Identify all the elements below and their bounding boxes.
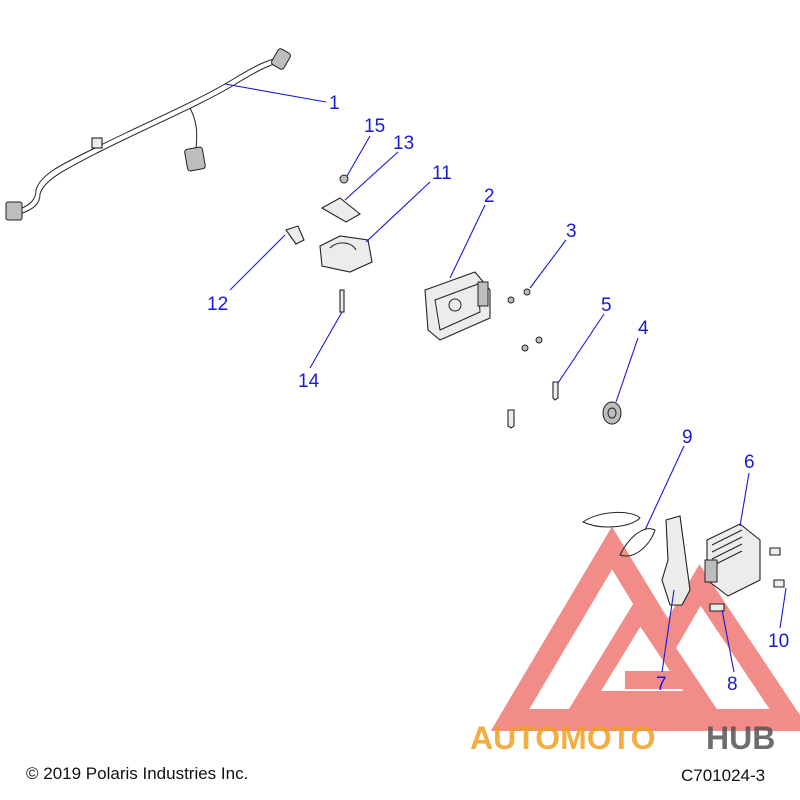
callout-8: 8 bbox=[727, 674, 738, 695]
ecu-module bbox=[424, 271, 491, 341]
ignition-coil bbox=[319, 235, 373, 273]
leader-9 bbox=[644, 445, 685, 531]
leader-10 bbox=[779, 587, 787, 629]
leader-7 bbox=[661, 589, 675, 673]
bolts-10 bbox=[769, 547, 785, 588]
leader-2 bbox=[449, 204, 486, 279]
wiring-harness bbox=[5, 48, 291, 221]
callout-5: 5 bbox=[601, 295, 612, 316]
callout-1: 1 bbox=[329, 93, 340, 114]
leader-5 bbox=[557, 313, 605, 384]
callout-labels: 1 2 3 4 5 6 7 8 9 10 11 12 13 14 15 bbox=[207, 93, 789, 695]
bracket-plate bbox=[661, 515, 691, 606]
leader-12 bbox=[229, 234, 286, 291]
gasket bbox=[582, 511, 656, 557]
leader-14 bbox=[309, 311, 343, 369]
bracket-13 bbox=[320, 197, 361, 223]
leader-4 bbox=[615, 337, 639, 403]
bolts-5 bbox=[507, 381, 559, 429]
grommet bbox=[602, 401, 622, 425]
nut-15 bbox=[339, 174, 349, 184]
callout-15: 15 bbox=[364, 116, 385, 137]
callout-10: 10 bbox=[768, 631, 789, 652]
leader-lines bbox=[224, 83, 787, 673]
callout-2: 2 bbox=[484, 186, 495, 207]
callout-7: 7 bbox=[656, 674, 667, 695]
watermark-text: AUTOMOTO HUB bbox=[470, 720, 775, 756]
clip-12 bbox=[285, 225, 305, 245]
leader-3 bbox=[529, 239, 567, 289]
leader-13 bbox=[344, 151, 399, 201]
callout-4: 4 bbox=[638, 318, 649, 339]
callout-13: 13 bbox=[393, 133, 414, 154]
callout-12: 12 bbox=[207, 294, 228, 315]
callout-14: 14 bbox=[298, 371, 320, 392]
callout-3: 3 bbox=[566, 221, 577, 242]
copyright-text: © 2019 Polaris Industries Inc. bbox=[26, 764, 249, 783]
watermark-text-part2: HUB bbox=[706, 720, 775, 756]
callout-6: 6 bbox=[744, 452, 755, 473]
watermark-logo bbox=[490, 526, 800, 731]
bolt-8 bbox=[709, 603, 725, 612]
leader-6 bbox=[739, 472, 750, 527]
callout-9: 9 bbox=[682, 427, 693, 448]
screws-3 bbox=[507, 288, 543, 352]
callout-11: 11 bbox=[432, 163, 452, 184]
pin-14 bbox=[339, 289, 345, 313]
leader-1 bbox=[224, 83, 327, 103]
leader-11 bbox=[365, 181, 431, 243]
watermark-text-part1: AUTOMOTO bbox=[470, 720, 655, 756]
figure-id: C701024-3 bbox=[681, 766, 766, 785]
leader-8 bbox=[721, 609, 735, 673]
regulator bbox=[704, 523, 761, 597]
leader-15 bbox=[346, 135, 371, 177]
